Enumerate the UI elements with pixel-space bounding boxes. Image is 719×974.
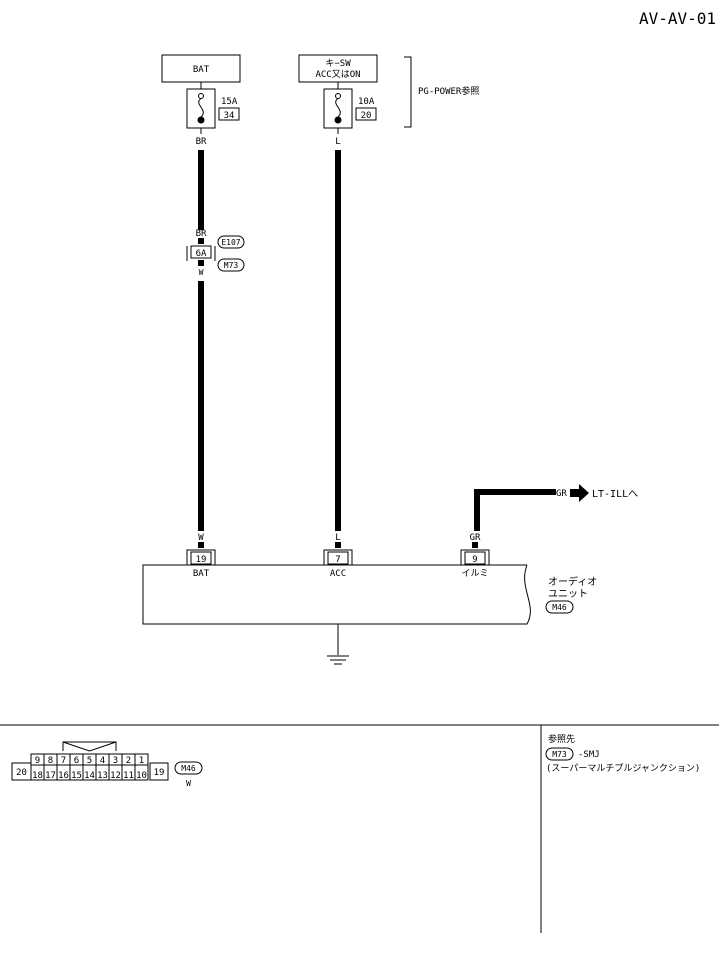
references-code: -SMJ [578, 750, 600, 760]
face-top-pin-8: 8 [48, 756, 53, 766]
connector-6a-tag1: E107 [221, 238, 240, 247]
wire-color-gr-bottom: GR [470, 533, 481, 543]
connector-6a [190, 245, 212, 259]
wire-bat-lower [198, 281, 204, 531]
ground-icon [327, 655, 349, 665]
face-top-pin-9: 9 [35, 756, 40, 766]
references-tag: M73 [552, 750, 567, 759]
face-bottom-pin-11: 11 [123, 771, 134, 781]
unit-pin-19-num: 19 [196, 555, 207, 565]
wire-illum [474, 489, 556, 531]
fuse-acc-num: 20 [361, 111, 372, 121]
face-pin-20: 20 [16, 768, 27, 778]
face-color: W [186, 779, 191, 788]
references-desc: (スーパーマルチプルジャンクション) [546, 763, 700, 774]
face-bottom-pin-17: 17 [45, 771, 56, 781]
unit-pin-19 [190, 551, 212, 565]
audio-unit-box [142, 564, 531, 625]
arrow-icon [570, 484, 589, 502]
wire-color-l-bottom: L [335, 533, 340, 543]
unit-tag: M46 [552, 603, 567, 612]
fuse-acc-amp: 10A [358, 97, 375, 107]
face-bottom-pin-12: 12 [110, 771, 121, 781]
face-tag: M46 [181, 764, 196, 773]
face-top-pin-4: 4 [100, 756, 105, 766]
face-bottom-pin-14: 14 [84, 771, 95, 781]
unit-pin-7-num: 7 [335, 555, 340, 565]
unit-name-1: オーディオ [548, 575, 597, 588]
key-sw-label-2: ACC又はON [315, 69, 360, 80]
unit-pin-7-label: ACC [330, 569, 346, 579]
wire-bat-upper [198, 150, 204, 230]
wire-color-br-top: BR [196, 137, 207, 147]
face-bottom-pin-15: 15 [71, 771, 82, 781]
face-top-pin-7: 7 [61, 756, 66, 766]
unit-pin-7 [327, 551, 349, 565]
bat-box-label: BAT [193, 65, 210, 75]
fuse-bat-amp: 15A [221, 97, 238, 107]
unit-pin-9-label: イルミ [461, 569, 488, 579]
face-pin-19: 19 [154, 768, 165, 778]
unit-pin-9-num: 9 [472, 555, 477, 565]
page-id: AV-AV-01 [639, 9, 716, 28]
face-bottom-pin-18: 18 [32, 771, 43, 781]
wire-color-l-top: L [335, 137, 340, 147]
face-bottom-cell [134, 764, 149, 781]
face-top-pin-3: 3 [113, 756, 118, 766]
key-sw-label-1: キ−SW [325, 59, 351, 69]
face-top-pin-6: 6 [74, 756, 79, 766]
face-bottom-pin-13: 13 [97, 771, 108, 781]
connector-6a-tag2: M73 [224, 261, 239, 270]
references-title: 参照先 [548, 733, 575, 745]
face-top-pin-1: 1 [139, 756, 144, 766]
wire-color-gr-right: GR [556, 489, 567, 499]
fuse-bat-num: 34 [224, 111, 235, 121]
reference-power: PG-POWER参照 [418, 85, 479, 97]
face-top-pin-2: 2 [126, 756, 131, 766]
wire-color-br-mid: BR [196, 229, 207, 239]
reference-bracket [404, 56, 412, 128]
face-bottom-pin-16: 16 [58, 771, 69, 781]
unit-pin-19-label: BAT [193, 569, 210, 579]
face-top-pin-5: 5 [87, 756, 92, 766]
connector-6a-pin: 6A [196, 249, 207, 259]
unit-pin-9 [464, 551, 486, 565]
wire-color-w-bottom: W [198, 533, 204, 543]
unit-name-2: ユニット [548, 589, 588, 600]
face-bottom-pin-10: 10 [136, 771, 147, 781]
wire-color-w-mid: W [199, 268, 204, 277]
illum-destination: LT-ILLへ [592, 489, 638, 500]
wire-acc [335, 150, 341, 531]
